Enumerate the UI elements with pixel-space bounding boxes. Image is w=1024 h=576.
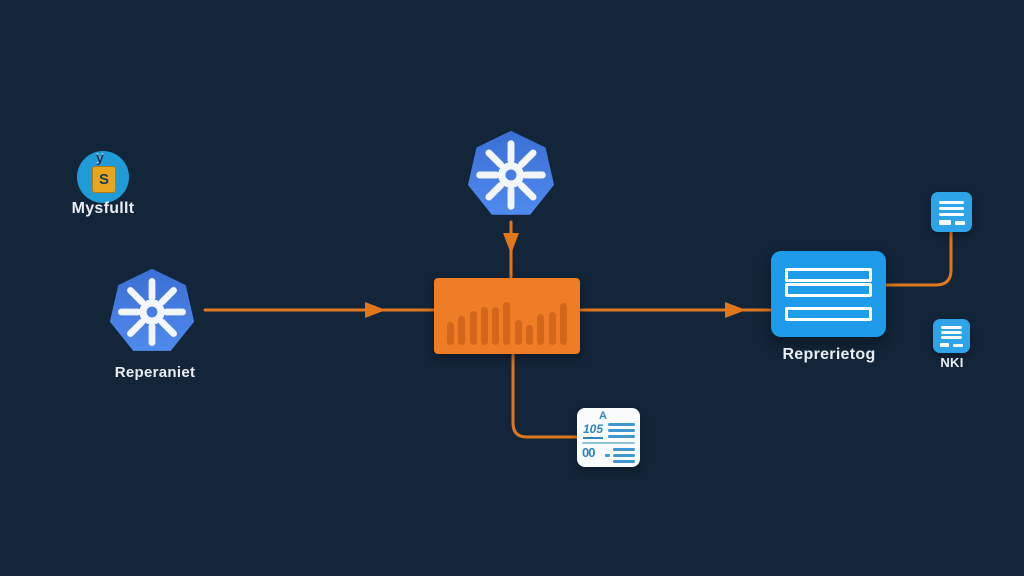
connector-registry-to-cardtop xyxy=(885,227,953,287)
k8s-left-label: Reperaniet xyxy=(114,364,196,381)
mysql-letter: S xyxy=(98,171,109,188)
invoice-text-line xyxy=(608,429,635,432)
invoice-icon: A 105 00 xyxy=(577,408,640,467)
invoice-text-line xyxy=(608,423,635,426)
registry-label: Reprerietog xyxy=(782,346,876,363)
card-line xyxy=(941,336,962,339)
invoice-line-a: A xyxy=(599,410,607,422)
mysql-bird-icon: y xyxy=(96,149,104,165)
mysql-label: Mysfullt xyxy=(71,200,135,217)
server-bar xyxy=(785,307,872,321)
invoice-dash xyxy=(605,454,610,457)
kubernetes-icon xyxy=(467,130,555,215)
waveform-box xyxy=(434,278,580,354)
waveform-bar xyxy=(480,307,488,345)
card-chip xyxy=(939,220,951,225)
kubernetes-node-top xyxy=(465,129,557,221)
waveform-bar xyxy=(503,302,511,345)
server-stack-icon xyxy=(771,251,886,337)
waveform-bar xyxy=(526,324,534,345)
invoice-text-lines xyxy=(613,448,635,463)
document-card-icon xyxy=(931,192,972,232)
waveform-bar xyxy=(548,312,556,345)
card-chip xyxy=(940,343,949,347)
waveform-bar xyxy=(447,322,454,345)
card-line xyxy=(939,207,964,210)
invoice-text-line xyxy=(608,435,635,438)
waveform-bar xyxy=(469,311,477,345)
connector-processor-to-invoice xyxy=(511,353,578,439)
card-line xyxy=(939,201,964,204)
invoice-text-line xyxy=(613,460,635,463)
invoice-text-line xyxy=(613,454,635,457)
arrowhead-k8sleft-to-processor xyxy=(365,302,386,318)
mysql-icon: y S xyxy=(77,149,129,203)
invoice-line-00: 00 xyxy=(582,445,596,460)
arrowhead-processor-to-registry xyxy=(725,302,746,318)
invoice-text-lines xyxy=(608,423,635,438)
invoice-divider xyxy=(582,442,635,444)
waveform-bar xyxy=(514,319,522,345)
card-line xyxy=(941,331,962,334)
server-bar xyxy=(785,268,872,282)
invoice-text-line xyxy=(613,448,635,451)
waveform-bar xyxy=(492,307,500,345)
card-line xyxy=(941,326,962,329)
kubernetes-node-left xyxy=(107,267,197,357)
arrowhead-k8stop-to-processor xyxy=(503,233,519,254)
mysql-letter-badge: S xyxy=(92,166,116,193)
card-nki-label: NKI xyxy=(940,355,964,370)
card-chip xyxy=(955,221,965,225)
waveform-bar xyxy=(537,314,545,345)
waveform-bar xyxy=(458,316,466,345)
card-chip xyxy=(953,344,963,347)
card-line xyxy=(939,213,964,216)
waveform-bar xyxy=(559,303,567,345)
document-card-icon xyxy=(933,319,970,353)
kubernetes-icon xyxy=(109,268,195,351)
server-bar xyxy=(785,283,872,297)
invoice-line-105: 105 xyxy=(583,422,604,439)
waveform-bars xyxy=(447,298,567,345)
